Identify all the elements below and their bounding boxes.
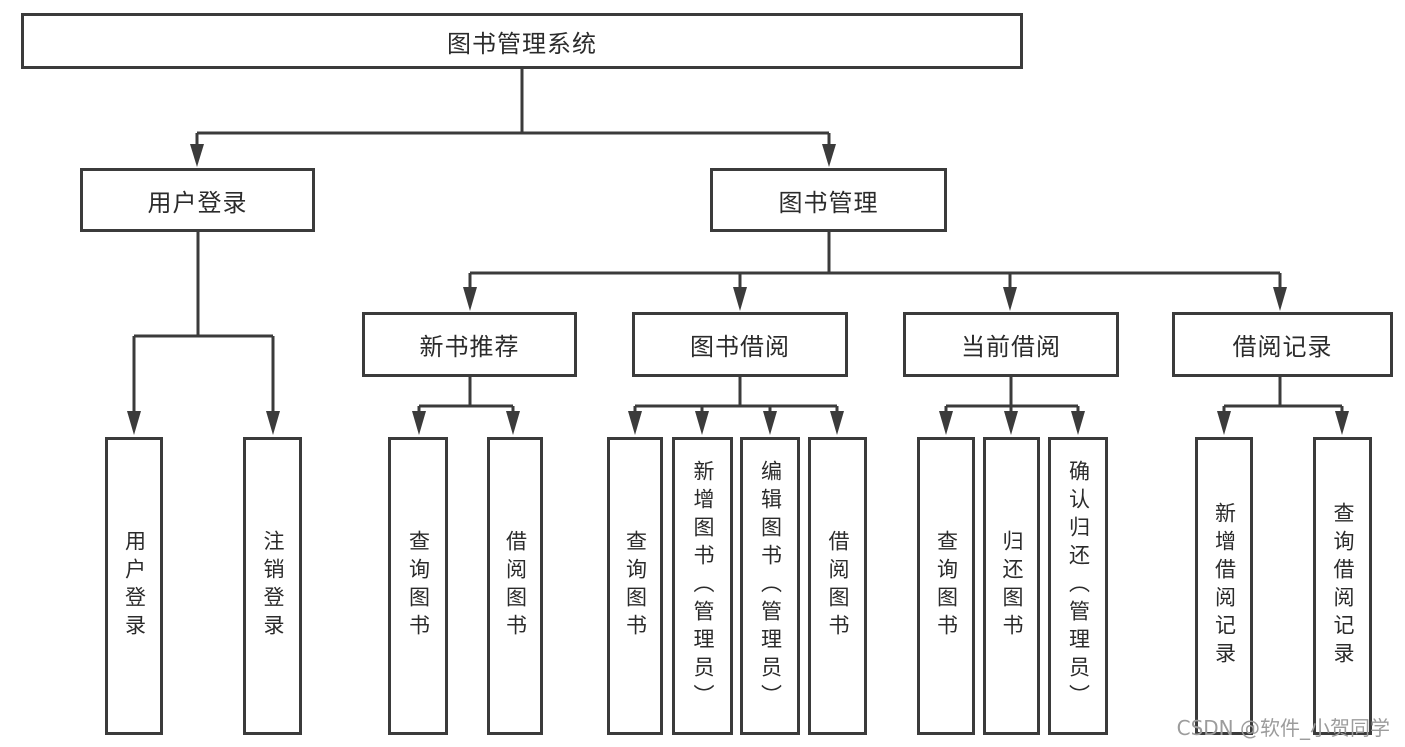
node-book-borrow: 图书借阅 bbox=[632, 312, 848, 377]
leaf-add-books-admin: 新增图书（管理员） bbox=[672, 437, 733, 735]
leaf-add-borrow-record: 新增借阅记录 bbox=[1195, 437, 1253, 735]
leaf-current-query-books: 查询图书 bbox=[917, 437, 975, 735]
leaf-user-login: 用户登录 bbox=[105, 437, 163, 735]
node-book-management: 图书管理 bbox=[710, 168, 947, 232]
leaf-logout: 注销登录 bbox=[243, 437, 302, 735]
leaf-query-borrow-record: 查询借阅记录 bbox=[1313, 437, 1372, 735]
leaf-recommend-query-books: 查询图书 bbox=[388, 437, 448, 735]
node-new-book-recommend: 新书推荐 bbox=[362, 312, 577, 377]
node-borrow-records: 借阅记录 bbox=[1172, 312, 1393, 377]
node-library-management-system: 图书管理系统 bbox=[21, 13, 1023, 69]
node-current-borrow: 当前借阅 bbox=[903, 312, 1119, 377]
leaf-recommend-borrow-books: 借阅图书 bbox=[487, 437, 543, 735]
leaf-confirm-return-admin: 确认归还（管理员） bbox=[1048, 437, 1108, 735]
node-user-login: 用户登录 bbox=[80, 168, 315, 232]
leaf-edit-books-admin: 编辑图书（管理员） bbox=[740, 437, 800, 735]
leaf-borrow-query-books: 查询图书 bbox=[607, 437, 663, 735]
leaf-return-books: 归还图书 bbox=[983, 437, 1040, 735]
arrowheads bbox=[127, 144, 1349, 435]
csdn-watermark: CSDN @软件_小贺同学 bbox=[1176, 716, 1390, 740]
leaf-borrow-books: 借阅图书 bbox=[808, 437, 867, 735]
